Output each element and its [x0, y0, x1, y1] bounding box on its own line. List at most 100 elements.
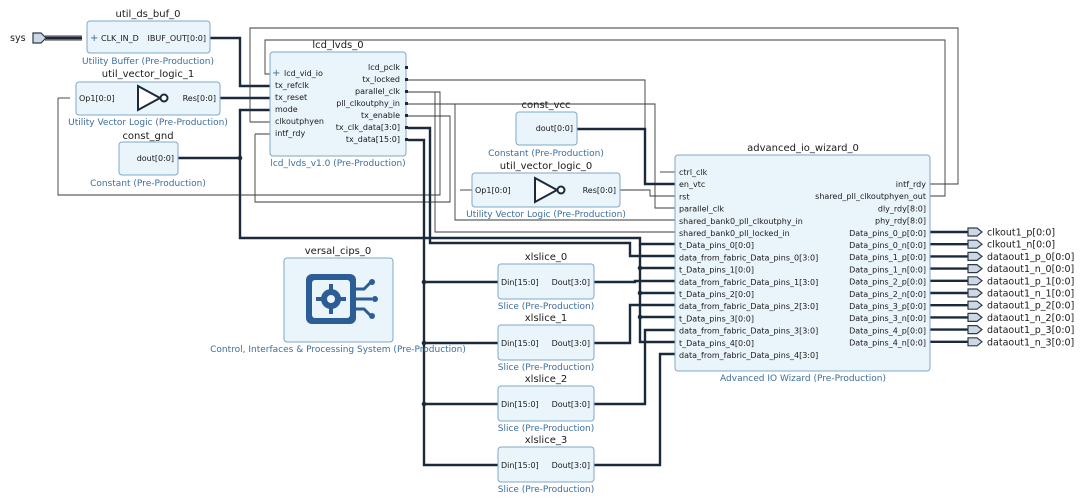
- pin-data-pins-0-p-0-0-[interactable]: Data_pins_0_p[0:0]: [849, 229, 926, 238]
- pin-shared-bank0-pll-clkoutphy-in[interactable]: shared_bank0_pll_clkoutphy_in: [679, 217, 803, 226]
- pin-parallel-clk[interactable]: parallel_clk: [679, 205, 724, 214]
- pin-tx-clk-data-3-0-[interactable]: tx_clk_data[3:0]: [336, 123, 400, 132]
- expand-icon[interactable]: +: [272, 68, 280, 79]
- output-port[interactable]: dataout1_n_3[0:0]: [967, 337, 1074, 348]
- net-gnd-tdata0[interactable]: [238, 158, 675, 246]
- net-vcc-envtc[interactable]: [577, 127, 675, 186]
- net-slice0-out[interactable]: [594, 279, 675, 284]
- net-refclk[interactable]: [210, 36, 270, 88]
- pin-dout[interactable]: Dout[3:0]: [552, 278, 590, 287]
- pin-data-pins-3-p-0-0-[interactable]: Data_pins_3_p[0:0]: [849, 302, 926, 311]
- output-port[interactable]: dataout1_n_0[0:0]: [967, 264, 1074, 275]
- block-util-vector-logic-1[interactable]: util_vector_logic_1 Op1[0:0] Res[0:0] Ut…: [68, 69, 228, 128]
- pin-data-pins-4-n-0-0-[interactable]: Data_pins_4_n[0:0]: [849, 339, 926, 348]
- block-versal-cips-0[interactable]: versal_cips_0 Control, Interfaces & Proc…: [210, 246, 466, 355]
- block-const-gnd[interactable]: const_gnd dout[0:0] Constant (Pre-Produc…: [90, 131, 206, 189]
- pin-dout[interactable]: Dout[3:0]: [552, 339, 590, 348]
- pin-data-pins-1-n-0-0-[interactable]: Data_pins_1_n[0:0]: [849, 265, 926, 274]
- pin-data-pins-3-n-0-0-[interactable]: Data_pins_3_n[0:0]: [849, 314, 926, 323]
- pin-dout[interactable]: Dout[3:0]: [552, 400, 590, 409]
- pin-tx-enable[interactable]: tx_enable: [361, 111, 400, 120]
- net-tx-data[interactable]: [408, 138, 498, 467]
- block-advanced-io-wizard-0[interactable]: advanced_io_wizard_0 ctrl_clken_vtcrstpa…: [674, 143, 931, 384]
- block-subtitle: Advanced IO Wizard (Pre-Production): [720, 374, 886, 384]
- pin-shared-pll-clkoutphyen-out[interactable]: shared_pll_clkoutphyen_out: [815, 192, 926, 201]
- pin-intf-rdy[interactable]: intf_rdy: [896, 180, 926, 189]
- pin-en-vtc[interactable]: en_vtc: [679, 180, 705, 189]
- pin-ctrl-clk[interactable]: ctrl_clk: [679, 168, 708, 177]
- net-gnd-tdata[interactable]: [638, 244, 675, 344]
- pin-res[interactable]: Res[0:0]: [183, 94, 216, 103]
- pin-data-from-fabric-data-pins-3-3-0-[interactable]: data_from_fabric_Data_pins_3[3:0]: [679, 327, 818, 336]
- pin-din[interactable]: Din[15:0]: [501, 339, 539, 348]
- output-port[interactable]: dataout1_p_1[0:0]: [967, 276, 1074, 287]
- pin-data-pins-1-p-0-0-[interactable]: Data_pins_1_p[0:0]: [849, 253, 926, 262]
- pin-clkoutphyen[interactable]: clkoutphyen: [275, 117, 324, 126]
- pin-lcd-vid-io[interactable]: lcd_vid_io: [284, 69, 323, 78]
- pin-pll-clkoutphy-in[interactable]: pll_clkoutphy_in: [336, 99, 400, 108]
- pin-op1[interactable]: Op1[0:0]: [475, 186, 511, 195]
- pin-dly-rdy-8-0-[interactable]: dly_rdy[8:0]: [878, 204, 926, 213]
- block-subtitle: Slice (Pre-Production): [498, 302, 595, 312]
- output-port-label: dataout1_p_0[0:0]: [987, 252, 1074, 263]
- pin-tx-locked[interactable]: tx_locked: [362, 75, 400, 84]
- pin-t-data-pins-1-0-0-[interactable]: t_Data_pins_1[0:0]: [679, 266, 754, 275]
- block-const-vcc[interactable]: const_vcc dout[0:0] Constant (Pre-Produc…: [488, 100, 604, 159]
- pin-data-from-fabric-data-pins-1-3-0-[interactable]: data_from_fabric_Data_pins_1[3:0]: [679, 278, 818, 287]
- pin-tx-refclk[interactable]: tx_refclk: [275, 81, 309, 90]
- block-util-vector-logic-0[interactable]: util_vector_logic_0 Op1[0:0] Res[0:0] Ut…: [466, 161, 626, 220]
- pin-lcd-pclk[interactable]: lcd_pclk: [368, 63, 400, 72]
- pin-intf-rdy[interactable]: intf_rdy: [275, 129, 305, 138]
- net-slice1-out[interactable]: [594, 303, 675, 345]
- net-slice3-out[interactable]: [594, 352, 675, 467]
- pin-t-data-pins-4-0-0-[interactable]: t_Data_pins_4[0:0]: [679, 339, 754, 348]
- pin-ibuf-out[interactable]: IBUF_OUT[0:0]: [148, 34, 206, 43]
- pin-data-pins-0-n-0-0-[interactable]: Data_pins_0_n[0:0]: [849, 241, 926, 250]
- pin-mode[interactable]: mode: [275, 105, 298, 114]
- pin-op1[interactable]: Op1[0:0]: [79, 94, 115, 103]
- net-tx-clk-data[interactable]: [408, 126, 675, 258]
- pin-data-from-fabric-data-pins-4-3-0-[interactable]: data_from_fabric_Data_pins_4[3:0]: [679, 351, 818, 360]
- pin-din[interactable]: Din[15:0]: [501, 400, 539, 409]
- output-port[interactable]: clkout1_p[0:0]: [967, 227, 1055, 239]
- pin-tx-reset[interactable]: tx_reset: [275, 93, 307, 102]
- pin-parallel-clk[interactable]: parallel_clk: [355, 87, 400, 96]
- output-port[interactable]: dataout1_n_1[0:0]: [967, 288, 1074, 300]
- output-port[interactable]: dataout1_p_0[0:0]: [967, 251, 1074, 263]
- output-port[interactable]: clkout1_n[0:0]: [967, 239, 1055, 251]
- slice-body: [497, 263, 595, 300]
- pin-tx-data-15-0-[interactable]: tx_data[15:0]: [346, 135, 400, 144]
- pin-t-data-pins-2-0-0-[interactable]: t_Data_pins_2[0:0]: [679, 290, 754, 299]
- pin-res[interactable]: Res[0:0]: [583, 186, 616, 195]
- output-port[interactable]: dataout1_p_2[0:0]: [967, 300, 1074, 312]
- pin-dout[interactable]: Dout[3:0]: [552, 461, 590, 470]
- net-slice2-out[interactable]: [594, 328, 675, 406]
- block-lcd-lvds-0[interactable]: lcd_lvds_0 + lcd_vid_iotx_refclktx_reset…: [269, 40, 408, 169]
- pin-t-data-pins-0-0-0-[interactable]: t_Data_pins_0[0:0]: [679, 241, 754, 250]
- pin-data-pins-2-p-0-0-[interactable]: Data_pins_2_p[0:0]: [849, 278, 926, 287]
- pin-data-pins-2-n-0-0-[interactable]: Data_pins_2_n[0:0]: [849, 290, 926, 299]
- sys-port[interactable]: sys: [10, 32, 47, 44]
- pin-dout[interactable]: dout[0:0]: [536, 124, 573, 133]
- pin-shared-bank0-pll-locked-in[interactable]: shared_bank0_pll_locked_in: [679, 229, 790, 238]
- net-gnd-mode[interactable]: [178, 108, 270, 160]
- pin-dout[interactable]: dout[0:0]: [137, 154, 174, 163]
- pin-data-from-fabric-data-pins-0-3-0-[interactable]: data_from_fabric_Data_pins_0[3:0]: [679, 253, 818, 262]
- expand-icon[interactable]: +: [90, 33, 98, 44]
- pin-data-pins-4-p-0-0-[interactable]: Data_pins_4_p[0:0]: [849, 326, 926, 335]
- output-port[interactable]: dataout1_p_3[0:0]: [967, 325, 1074, 336]
- pin-rst[interactable]: rst: [679, 192, 690, 201]
- output-port[interactable]: dataout1_n_2[0:0]: [967, 312, 1074, 324]
- pin-t-data-pins-3-0-0-[interactable]: t_Data_pins_3[0:0]: [679, 314, 754, 323]
- pin-phy-rdy-8-0-[interactable]: phy_rdy[8:0]: [875, 217, 926, 226]
- pin-data-from-fabric-data-pins-2-3-0-[interactable]: data_from_fabric_Data_pins_2[3:0]: [679, 302, 818, 311]
- pin-din[interactable]: Din[15:0]: [501, 461, 539, 470]
- pin-clk-in-d[interactable]: CLK_IN_D: [101, 34, 139, 43]
- pin-din[interactable]: Din[15:0]: [501, 278, 539, 287]
- block-util-ds-buf-0[interactable]: util_ds_buf_0 + CLK_IN_D IBUF_OUT[0:0] U…: [82, 9, 214, 67]
